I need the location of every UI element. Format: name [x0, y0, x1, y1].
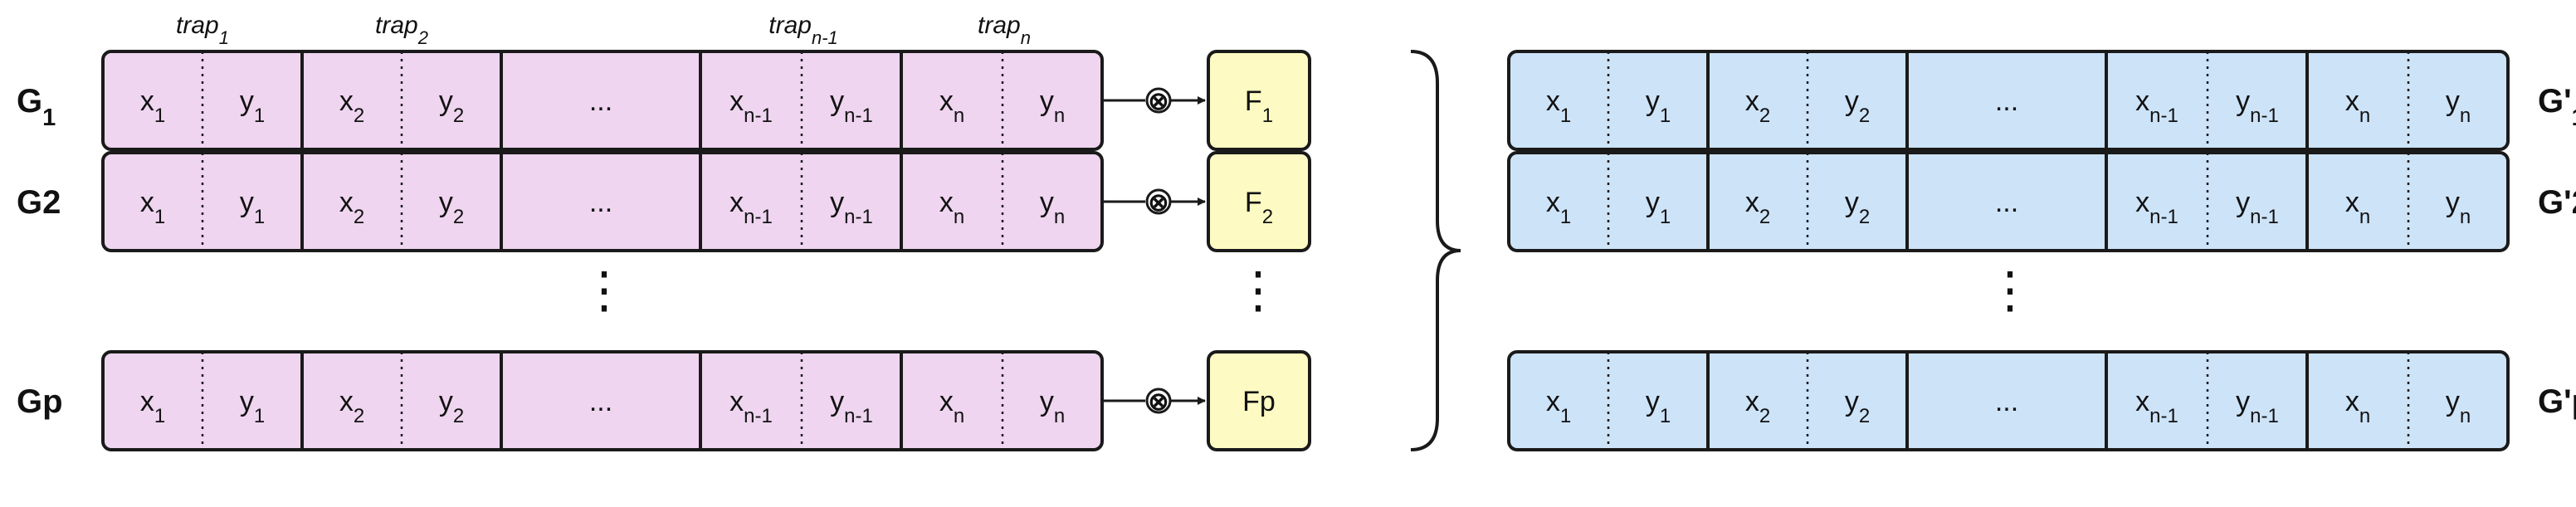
- trap-label-2: trap2: [375, 12, 428, 48]
- gene-cell-9: yn: [2446, 85, 2471, 127]
- gene-cell-3: x2: [339, 386, 364, 427]
- gene-cell-5: ...: [589, 187, 612, 218]
- gene-cell-4: y2: [439, 85, 464, 127]
- fitness-box: [1207, 50, 1311, 151]
- chromosome-box: [1507, 50, 2510, 151]
- gene-cell-4: y2: [1845, 85, 1870, 127]
- left-row-label-1: G1: [17, 83, 56, 131]
- gene-cell-6: xn-1: [2135, 386, 2178, 427]
- fitness-box: [1207, 350, 1311, 451]
- gene-cell-6: xn-1: [729, 85, 773, 127]
- gene-cell-2: y1: [1646, 187, 1671, 228]
- gene-cell-7: yn-1: [830, 386, 873, 427]
- gene-cell-1: x1: [140, 85, 165, 127]
- right-row-2: x1 y1 x2 y2... xn-1 yn-1 xn yn: [1507, 151, 2510, 252]
- gene-cell-8: xn: [939, 85, 964, 127]
- gene-cell-4: y2: [1845, 386, 1870, 427]
- gene-cell-1: x1: [140, 187, 165, 228]
- gene-cell-5: ...: [1995, 187, 2018, 218]
- right-row-3: x1 y1 x2 y2... xn-1 yn-1 xn yn: [1507, 350, 2510, 451]
- gene-cell-3: x2: [1745, 85, 1770, 127]
- gene-cell-8: xn: [2345, 85, 2370, 127]
- gene-cell-3: x2: [1745, 386, 1770, 427]
- chromosome-box: [1507, 151, 2510, 252]
- gene-cell-2: y1: [240, 386, 265, 427]
- gene-cell-9: yn: [1040, 386, 1065, 427]
- gene-cell-8: xn: [939, 386, 964, 427]
- gene-cell-2: y1: [1646, 386, 1671, 427]
- gene-cell-6: xn-1: [2135, 187, 2178, 228]
- gene-cell-7: yn-1: [2236, 187, 2279, 228]
- right-row-1: x1 y1 x2 y2... xn-1 yn-1 xn yn: [1507, 50, 2510, 151]
- gene-cell-3: x2: [339, 187, 364, 228]
- fitness-label-3: Fp: [1242, 386, 1276, 417]
- multiply-symbol: ⊗: [1148, 88, 1168, 115]
- gene-cell-4: y2: [439, 187, 464, 228]
- chromosome-box: [1507, 350, 2510, 451]
- gene-cell-3: x2: [1745, 187, 1770, 228]
- gene-cell-2: y1: [240, 187, 265, 228]
- fitness-label-1: F1: [1245, 85, 1273, 127]
- gene-cell-9: yn: [1040, 187, 1065, 228]
- gene-cell-6: xn-1: [729, 386, 773, 427]
- left-row-1: x1 y1 x2 y2... xn-1 yn-1 xn yn: [101, 50, 1104, 151]
- fitness-box: [1207, 151, 1311, 252]
- gene-cell-6: xn-1: [729, 187, 773, 228]
- gene-cell-9: yn: [2446, 386, 2471, 427]
- vertical-ellipsis-3: ⋮: [1985, 262, 2035, 318]
- gene-cell-2: y1: [1646, 85, 1671, 127]
- gene-cell-6: xn-1: [2135, 85, 2178, 127]
- right-row-label-2: G'2: [2538, 184, 2576, 221]
- gene-cell-4: y2: [439, 386, 464, 427]
- curly-brace: [1410, 50, 1461, 451]
- gene-cell-5: ...: [1995, 85, 2018, 117]
- left-row-3: x1 y1 x2 y2... xn-1 yn-1 xn yn: [101, 350, 1104, 451]
- gene-cell-3: x2: [339, 85, 364, 127]
- gene-cell-5: ...: [589, 85, 612, 117]
- gene-cell-2: y1: [240, 85, 265, 127]
- left-row-label-3: Gp: [17, 383, 63, 420]
- trap-label-3: trapn-1: [768, 12, 838, 48]
- gene-cell-8: xn: [939, 187, 964, 228]
- vertical-ellipsis-2: ⋮: [1233, 262, 1283, 318]
- multiply-symbol: ⊗: [1148, 189, 1168, 217]
- fitness-label-2: F2: [1245, 187, 1273, 228]
- gene-cell-1: x1: [1546, 187, 1571, 228]
- gene-cell-7: yn-1: [2236, 85, 2279, 127]
- right-row-label-1: G'1: [2538, 83, 2576, 131]
- right-row-label-3: G'p: [2538, 383, 2576, 420]
- left-row-2: x1 y1 x2 y2... xn-1 yn-1 xn yn: [101, 151, 1104, 252]
- gene-cell-1: x1: [1546, 386, 1571, 427]
- gene-cell-9: yn: [1040, 85, 1065, 127]
- gene-cell-1: x1: [1546, 85, 1571, 127]
- gene-cell-5: ...: [589, 386, 612, 417]
- gene-cell-5: ...: [1995, 386, 2018, 417]
- gene-cell-8: xn: [2345, 386, 2370, 427]
- gene-cell-9: yn: [2446, 187, 2471, 228]
- gene-cell-7: yn-1: [830, 187, 873, 228]
- trap-label-1: trap1: [176, 12, 229, 48]
- gene-cell-4: y2: [1845, 187, 1870, 228]
- gene-cell-8: xn: [2345, 187, 2370, 228]
- gene-cell-7: yn-1: [830, 85, 873, 127]
- gene-cell-1: x1: [140, 386, 165, 427]
- gene-cell-7: yn-1: [2236, 386, 2279, 427]
- trap-label-4: trapn: [978, 12, 1031, 48]
- vertical-ellipsis-1: ⋮: [579, 262, 629, 318]
- left-row-label-2: G2: [17, 184, 61, 221]
- multiply-symbol: ⊗: [1148, 388, 1168, 416]
